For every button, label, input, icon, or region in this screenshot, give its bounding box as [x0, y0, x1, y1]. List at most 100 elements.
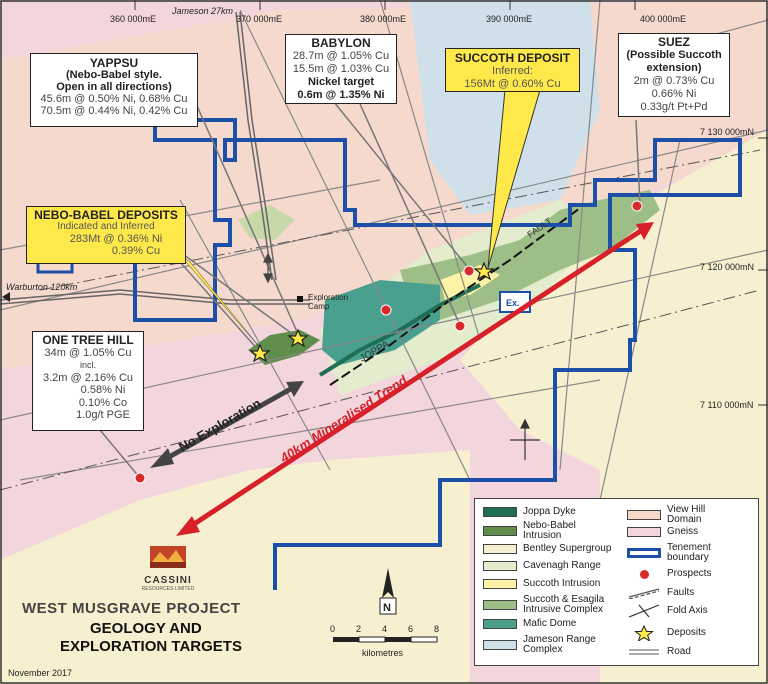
map-title-line2: EXPLORATION TARGETS — [60, 638, 242, 655]
legend-swatch — [483, 526, 517, 536]
legend-label-line1: Tenement — [667, 542, 711, 553]
yappsu-line1: 45.6m @ 0.50% Ni, 0.68% Cu — [40, 93, 188, 105]
fold-arrow — [263, 252, 273, 284]
nebo-babel-line3: 0.39% Cu — [111, 245, 161, 257]
prospect-dot — [134, 472, 146, 484]
company-logo: CASSINI RESOURCES LIMITED — [138, 544, 198, 592]
yappsu-subtitle2: Open in all directions) — [56, 81, 172, 93]
cassini-logo-icon — [150, 546, 186, 568]
grid-labels: 360 000mE 370 000mE 380 000mE 390 000mE … — [110, 14, 754, 410]
northing-label: 7 110 000mN — [700, 400, 753, 410]
north-label: N — [383, 602, 391, 614]
succoth-callout: SUCCOTH DEPOSIT Inferred: 156Mt @ 0.60% … — [445, 48, 580, 92]
legend-label: Faults — [667, 587, 695, 598]
northing-label: 7 130 000mN — [700, 127, 754, 137]
yappsu-title: YAPPSU — [89, 56, 139, 70]
yappsu-line2: 70.5m @ 0.44% Ni, 0.42% Cu — [40, 105, 188, 117]
legend-label: Succoth Intrusion — [523, 578, 601, 589]
legend-label: Fold Axis — [667, 605, 708, 616]
exploration-camp-icon — [297, 296, 303, 302]
suez-line3: 0.33g/t Pt+Pd — [640, 101, 708, 113]
road-icon — [629, 649, 659, 655]
joppa-fault — [329, 207, 581, 386]
succoth-line1: Inferred: — [492, 65, 533, 77]
prospects — [134, 200, 643, 484]
legend-label-line2: Intrusion — [523, 530, 562, 541]
legend-swatch — [483, 561, 517, 571]
scale-tick: 6 — [408, 624, 413, 634]
fault-icon — [628, 588, 660, 599]
one-tree-hill-line4: 0.58% Ni — [80, 384, 126, 396]
easting-label: 390 000mE — [486, 14, 532, 24]
legend-swatch — [627, 527, 661, 537]
nebo-babel-callout: NEBO-BABEL DEPOSITS Indicated and Inferr… — [26, 206, 186, 264]
prospect-dot — [454, 320, 466, 332]
legend-swatch — [483, 507, 517, 517]
nebo-babel-line2: 283Mt @ 0.36% Ni — [69, 233, 163, 245]
legend-label: Road — [667, 646, 691, 657]
suez-line2: 0.66% Ni — [651, 88, 697, 100]
deposits — [249, 261, 495, 363]
legend-fold-axis: Fold Axis — [627, 603, 708, 619]
legend-label-line2: boundary — [667, 552, 709, 563]
legend-label: Prospects — [667, 568, 712, 579]
no-exploration-arrow — [150, 381, 304, 468]
prospect-icon — [639, 569, 649, 579]
legend-swatch — [627, 510, 661, 520]
mafic-dome — [322, 280, 440, 365]
joppa-dyke — [318, 283, 481, 377]
babylon-line3: Nickel target — [307, 76, 375, 88]
legend-label-line1: Nebo-Babel — [523, 520, 576, 531]
nebo-babel-line1: Indicated and Inferred — [57, 221, 155, 232]
scale-ticks: 0 2 4 6 8 — [330, 624, 439, 634]
legend-symbol — [627, 569, 661, 579]
scale-tick: 2 — [356, 624, 361, 634]
legend-label-line2: Intrusive Complex — [523, 604, 604, 615]
legend-label-line2: Domain — [667, 514, 702, 525]
fold-axis-symbol — [510, 418, 540, 460]
legend-label: Joppa Dyke — [523, 506, 576, 517]
suez-callout: SUEZ (Possible Succoth extension) 2m @ 0… — [618, 33, 730, 117]
north-arrow-icon — [379, 568, 397, 615]
easting-label: 400 000mE — [640, 14, 686, 24]
fold-axis-icon — [628, 604, 660, 618]
one-tree-hill-line2: incl. — [79, 360, 96, 370]
callout-leaders — [99, 89, 641, 479]
legend-swatch — [483, 544, 517, 554]
succoth-line2: 156Mt @ 0.60% Cu — [464, 78, 561, 90]
easting-label: 380 000mE — [360, 14, 406, 24]
legend-label-line1: Jameson Range — [523, 634, 596, 645]
legend-label: Mafic Dome — [523, 618, 577, 629]
warburton-arrow-icon — [2, 292, 10, 302]
scale-unit: kilometres — [362, 648, 404, 658]
legend-mafic-dome: Mafic Dome — [483, 619, 576, 629]
suez-subtitle: (Possible Succoth — [626, 49, 722, 61]
legend-swatch — [483, 579, 517, 589]
deposit-star-icon — [473, 261, 495, 281]
legend-faults: Faults — [627, 587, 694, 599]
map-title-line1: GEOLOGY AND — [90, 620, 202, 637]
legend-cavenagh: Cavenagh Range — [483, 561, 601, 571]
ex-label: Ex. — [506, 298, 520, 308]
one-tree-hill-title: ONE TREE HILL — [42, 333, 134, 347]
prospect-dot — [463, 265, 475, 277]
legend-prospects: Prospects — [627, 569, 711, 579]
deposit-star-icon — [287, 328, 309, 348]
prospect-dot — [631, 200, 643, 212]
one-tree-hill-line5: 0.10% Co — [78, 396, 128, 409]
fault-lines — [0, 0, 768, 501]
project-title: WEST MUSGRAVE PROJECT — [22, 600, 241, 617]
legend-road: Road — [627, 647, 691, 657]
deposit-star-icon — [249, 343, 271, 363]
legend-label: Deposits — [667, 627, 706, 638]
company-name: CASSINI — [144, 575, 192, 586]
